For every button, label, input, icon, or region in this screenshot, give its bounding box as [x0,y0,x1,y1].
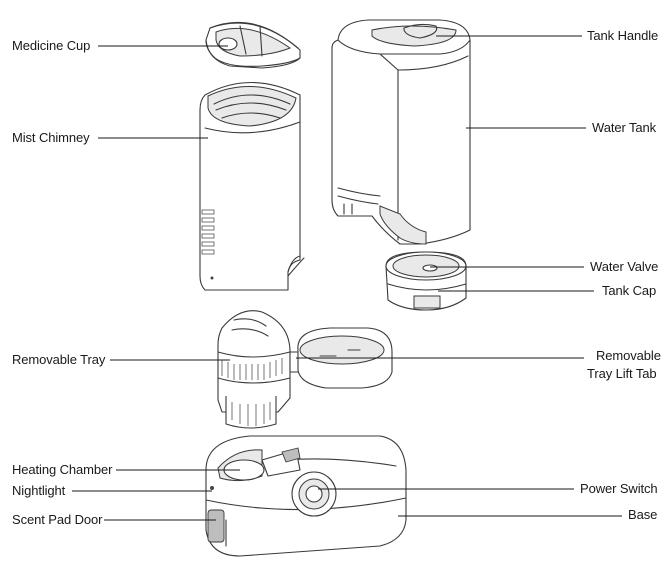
base [205,435,407,557]
label-heating-chamber: Heating Chamber [12,462,113,477]
leader-lines-right [296,35,622,517]
label-water-tank: Water Tank [592,120,657,135]
medicine-cup [205,21,301,69]
water-tank [331,19,471,245]
label-mist-chimney: Mist Chimney [12,130,90,145]
tank-cap [385,251,467,311]
label-water-valve: Water Valve [590,259,659,274]
label-tank-cap: Tank Cap [602,283,657,298]
label-removable-tray-lift-tab-line1: Removable [596,348,661,363]
label-removable-tray: Removable Tray [12,352,106,367]
label-medicine-cup: Medicine Cup [12,38,91,53]
label-tank-handle: Tank Handle [587,28,659,43]
label-base: Base [628,507,658,522]
removable-tray [217,310,393,429]
mist-chimney [199,82,305,291]
leader-lines-left [72,45,240,521]
label-scent-pad-door: Scent Pad Door [12,512,103,527]
label-nightlight: Nightlight [12,483,66,498]
label-power-switch: Power Switch [580,481,658,496]
label-removable-tray-lift-tab-line2: Tray Lift Tab [587,366,657,381]
